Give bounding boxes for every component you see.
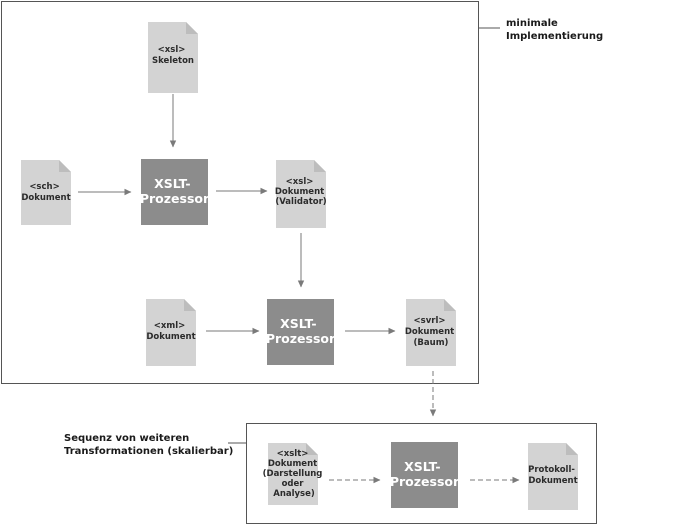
- xslt-processor-3: XSLT- Prozessor: [390, 442, 460, 508]
- protokoll-document-label: Protokoll- Dokument: [528, 465, 578, 486]
- validator-document-label: <xsl> Dokument (Validator): [275, 177, 327, 207]
- view-analysis-document-label: <xslt> Dokument (Darstellung oder Analys…: [263, 449, 326, 499]
- xml-document: <xml> Dokument: [146, 299, 196, 366]
- skeleton-document: <xsl> Skeleton: [148, 22, 198, 93]
- sequence-label: Sequenz von weiteren Transformationen (s…: [64, 433, 233, 457]
- xslt-processor-1: XSLT- Prozessor: [140, 159, 210, 225]
- xml-document-label: <xml> Dokument: [146, 321, 195, 342]
- svrl-document-label: <svrl> Dokument (Baum): [405, 316, 457, 348]
- minimal-implementation-label: minimale Implementierung: [506, 18, 603, 42]
- xslt-processor-2: XSLT- Prozessor: [266, 299, 336, 365]
- protokoll-document: Protokoll- Dokument: [528, 443, 578, 510]
- xslt-processor-3-label: XSLT- Prozessor: [390, 459, 460, 489]
- sch-document: <sch> Dokument: [21, 160, 71, 225]
- minimal-implementation-frame: [1, 1, 479, 384]
- sequence-frame: [246, 423, 597, 524]
- view-analysis-document: <xslt> Dokument (Darstellung oder Analys…: [263, 443, 326, 505]
- xslt-processor-2-label: XSLT- Prozessor: [266, 316, 336, 346]
- sch-document-label: <sch> Dokument: [21, 182, 70, 203]
- svrl-document: <svrl> Dokument (Baum): [405, 299, 457, 366]
- skeleton-document-label: <xsl> Skeleton: [152, 45, 194, 66]
- xslt-processor-1-label: XSLT- Prozessor: [140, 176, 210, 206]
- validator-document: <xsl> Dokument (Validator): [275, 160, 327, 228]
